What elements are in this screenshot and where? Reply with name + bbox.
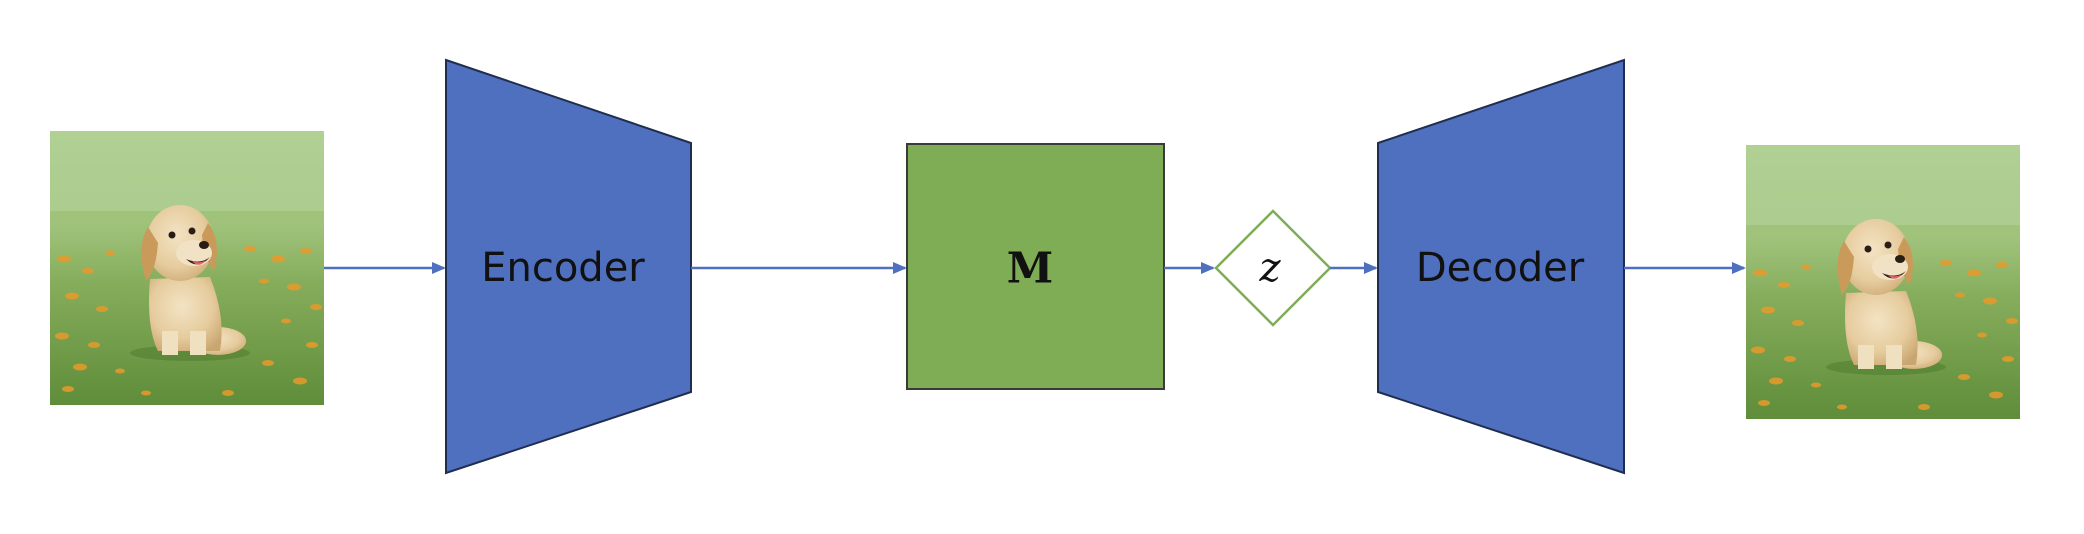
encoder-block [445,58,692,475]
decoder-label: Decoder [1416,245,1585,291]
decoder-block [1377,58,1625,475]
memory-label: M [1007,244,1054,293]
encoder-label: Encoder [481,245,645,291]
memory-block [906,143,1165,390]
input-dog-image [50,131,324,405]
latent-label: z [1258,245,1281,291]
output-dog-image [1746,145,2020,419]
latent-diamond [1214,209,1332,327]
